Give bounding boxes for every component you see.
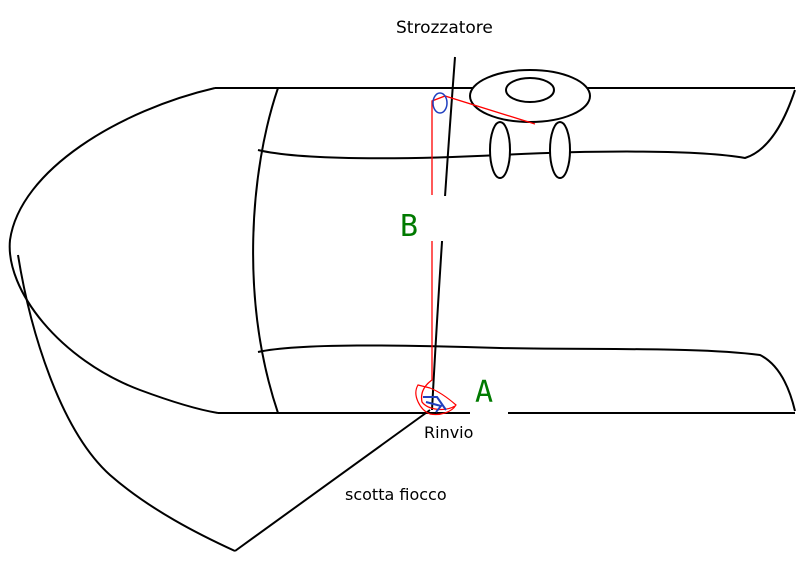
pulley-label: Rinvio <box>424 423 473 442</box>
upper-tube-line <box>257 89 796 160</box>
label-a-gap <box>470 369 508 419</box>
pulley-block-icon <box>423 396 447 413</box>
label-b-gap <box>400 196 460 241</box>
segment-a-label: A <box>475 375 493 410</box>
jib-sheet-line <box>234 409 431 552</box>
segment-b-label: B <box>400 209 418 244</box>
cleat-leg-right <box>549 121 571 179</box>
hull-bow-curve <box>8 87 219 414</box>
cleat-label: Strozzatore <box>396 18 493 38</box>
lower-tube-line <box>257 344 796 412</box>
rope-lower <box>420 240 456 411</box>
sheet-label: scotta fiocco <box>345 485 447 504</box>
cleat-leg-left <box>489 121 511 179</box>
fairlead-ring-icon <box>432 92 448 114</box>
pulley-rope-scribble <box>415 384 457 416</box>
cleat-hole <box>505 77 555 103</box>
rope-path <box>431 95 536 195</box>
keel-line <box>17 254 236 552</box>
deck-inner-curve <box>252 87 279 414</box>
